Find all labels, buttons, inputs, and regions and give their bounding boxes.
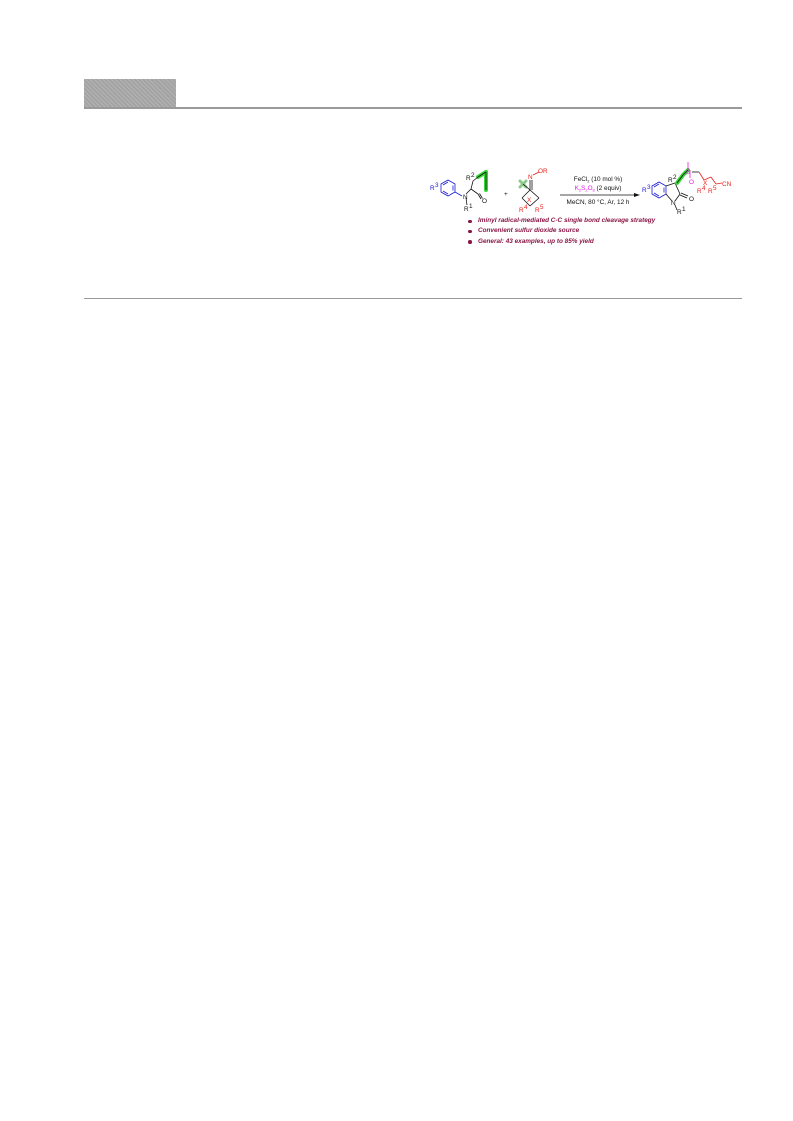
label-r3-sup: 3: [435, 182, 439, 189]
product-label-s: S: [686, 169, 690, 176]
label-r1-sup: 1: [469, 203, 473, 210]
label-r3: R: [430, 185, 435, 192]
product-label-r4-sup: 4: [702, 185, 706, 192]
product-label-r3-sup: 3: [647, 184, 651, 191]
highlight-item: Iminyl radical-mediated C-C single bond …: [468, 216, 655, 226]
label-r2: R: [466, 175, 471, 182]
highlights-list: Iminyl radical-mediated C-C single bond …: [468, 216, 655, 247]
bullet-dot-icon: [468, 229, 472, 234]
label-r1: R: [464, 206, 469, 213]
product-label-n: N: [671, 200, 676, 207]
acrylamide-structure: [440, 179, 463, 197]
product-structure: [651, 162, 723, 211]
label-x: X: [527, 197, 532, 204]
product-label-o-top: O: [684, 160, 689, 162]
reagent-persulfate: K2S2O8 (2 equiv): [575, 185, 622, 193]
reagent-fecl2: FeCl2 (10 mol %): [574, 176, 622, 184]
reaction-conditions: MeCN, 80 °C, Ar, 12 h: [567, 198, 630, 206]
bottom-rule: [84, 298, 742, 299]
label-or: OR: [538, 168, 548, 175]
product-label-o-bottom: O: [689, 179, 694, 186]
label-n-oxime: N: [528, 174, 533, 181]
label-o: O: [482, 198, 487, 205]
product-label-r1: R: [677, 209, 682, 216]
plus-sign: +: [504, 191, 508, 198]
highlight-item: Convenient sulfur dioxide source: [468, 226, 655, 236]
reaction-scheme: R 3 N R 2 O R 1 + N OR X R 4 R 5 FeCl2 (…: [430, 160, 732, 216]
reaction-arrow-head: [634, 193, 640, 197]
label-r5: R: [535, 207, 540, 214]
top-rule: [84, 107, 742, 109]
product-label-r5: R: [708, 188, 713, 195]
oxime-ester-structure: [518, 171, 540, 207]
label-r2-sup: 2: [471, 172, 475, 179]
product-label-r2: R: [668, 177, 673, 184]
label-r5-sup: 5: [540, 204, 544, 211]
label-r4: R: [519, 207, 524, 214]
bullet-dot-icon: [468, 240, 472, 244]
product-label-r1-sup: 1: [682, 206, 686, 213]
bullet-dot-icon: [468, 219, 472, 223]
highlight-item: General: 43 examples, up to 85% yield: [468, 237, 655, 247]
product-label-r4: R: [697, 188, 702, 195]
product-label-cn: CN: [722, 181, 732, 188]
label-n: N: [463, 194, 468, 201]
label-r4-sup: 4: [524, 204, 528, 211]
product-label-r2-sup: 2: [673, 174, 677, 181]
product-label-o: O: [689, 196, 694, 203]
product-label-x: X: [703, 180, 708, 187]
product-label-r3: R: [642, 187, 647, 194]
section-header-tab: [84, 79, 176, 108]
product-label-r5-sup: 5: [713, 185, 717, 192]
